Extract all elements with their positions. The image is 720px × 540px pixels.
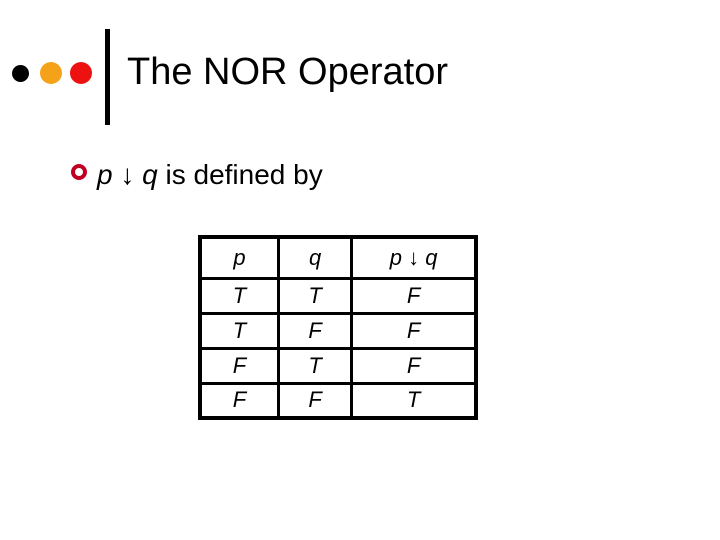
bullet-circle-icon [71,164,87,180]
cell-r3-q: T [276,346,354,385]
decoration-dot-black-icon [12,65,29,82]
header-nor-arrow-icon: ↓ [402,244,426,270]
nor-truth-table: p q p ↓ q T T F T F F F T F F [198,235,478,420]
table-row: F T F [198,346,478,385]
bullet-var-p: p [97,159,113,190]
nor-arrow-icon: ↓ [112,159,143,190]
table-header-row: p q p ↓ q [198,235,478,280]
cell-r2-pq: F [350,311,478,350]
cell-r1-p: T [198,276,280,315]
cell-r1-pq: F [350,276,478,315]
cell-r3-p: F [198,346,280,385]
header-cell-p-nor-q: p ↓ q [350,235,478,280]
decoration-vertical-line [105,29,110,125]
decoration-dot-red-icon [70,62,92,84]
table-row: T F F [198,311,478,350]
table-row: T T F [198,276,478,315]
cell-r3-pq: F [350,346,478,385]
bullet-var-q: q [142,159,158,190]
slide-title: The NOR Operator [127,51,448,93]
cell-r2-p: T [198,311,280,350]
bullet-suffix: is defined by [157,159,323,190]
decoration-dot-orange-icon [40,62,62,84]
cell-r4-pq: T [350,381,478,420]
header-cell-q: q [276,235,354,280]
cell-r4-q: F [276,381,354,420]
cell-r1-q: T [276,276,354,315]
header-var-p: p [389,244,402,270]
table-row: F F T [198,381,478,420]
cell-r2-q: F [276,311,354,350]
bullet-line: p ↓ q is defined by [97,159,323,191]
cell-r4-p: F [198,381,280,420]
header-var-q: q [425,244,438,270]
header-cell-p: p [198,235,280,280]
